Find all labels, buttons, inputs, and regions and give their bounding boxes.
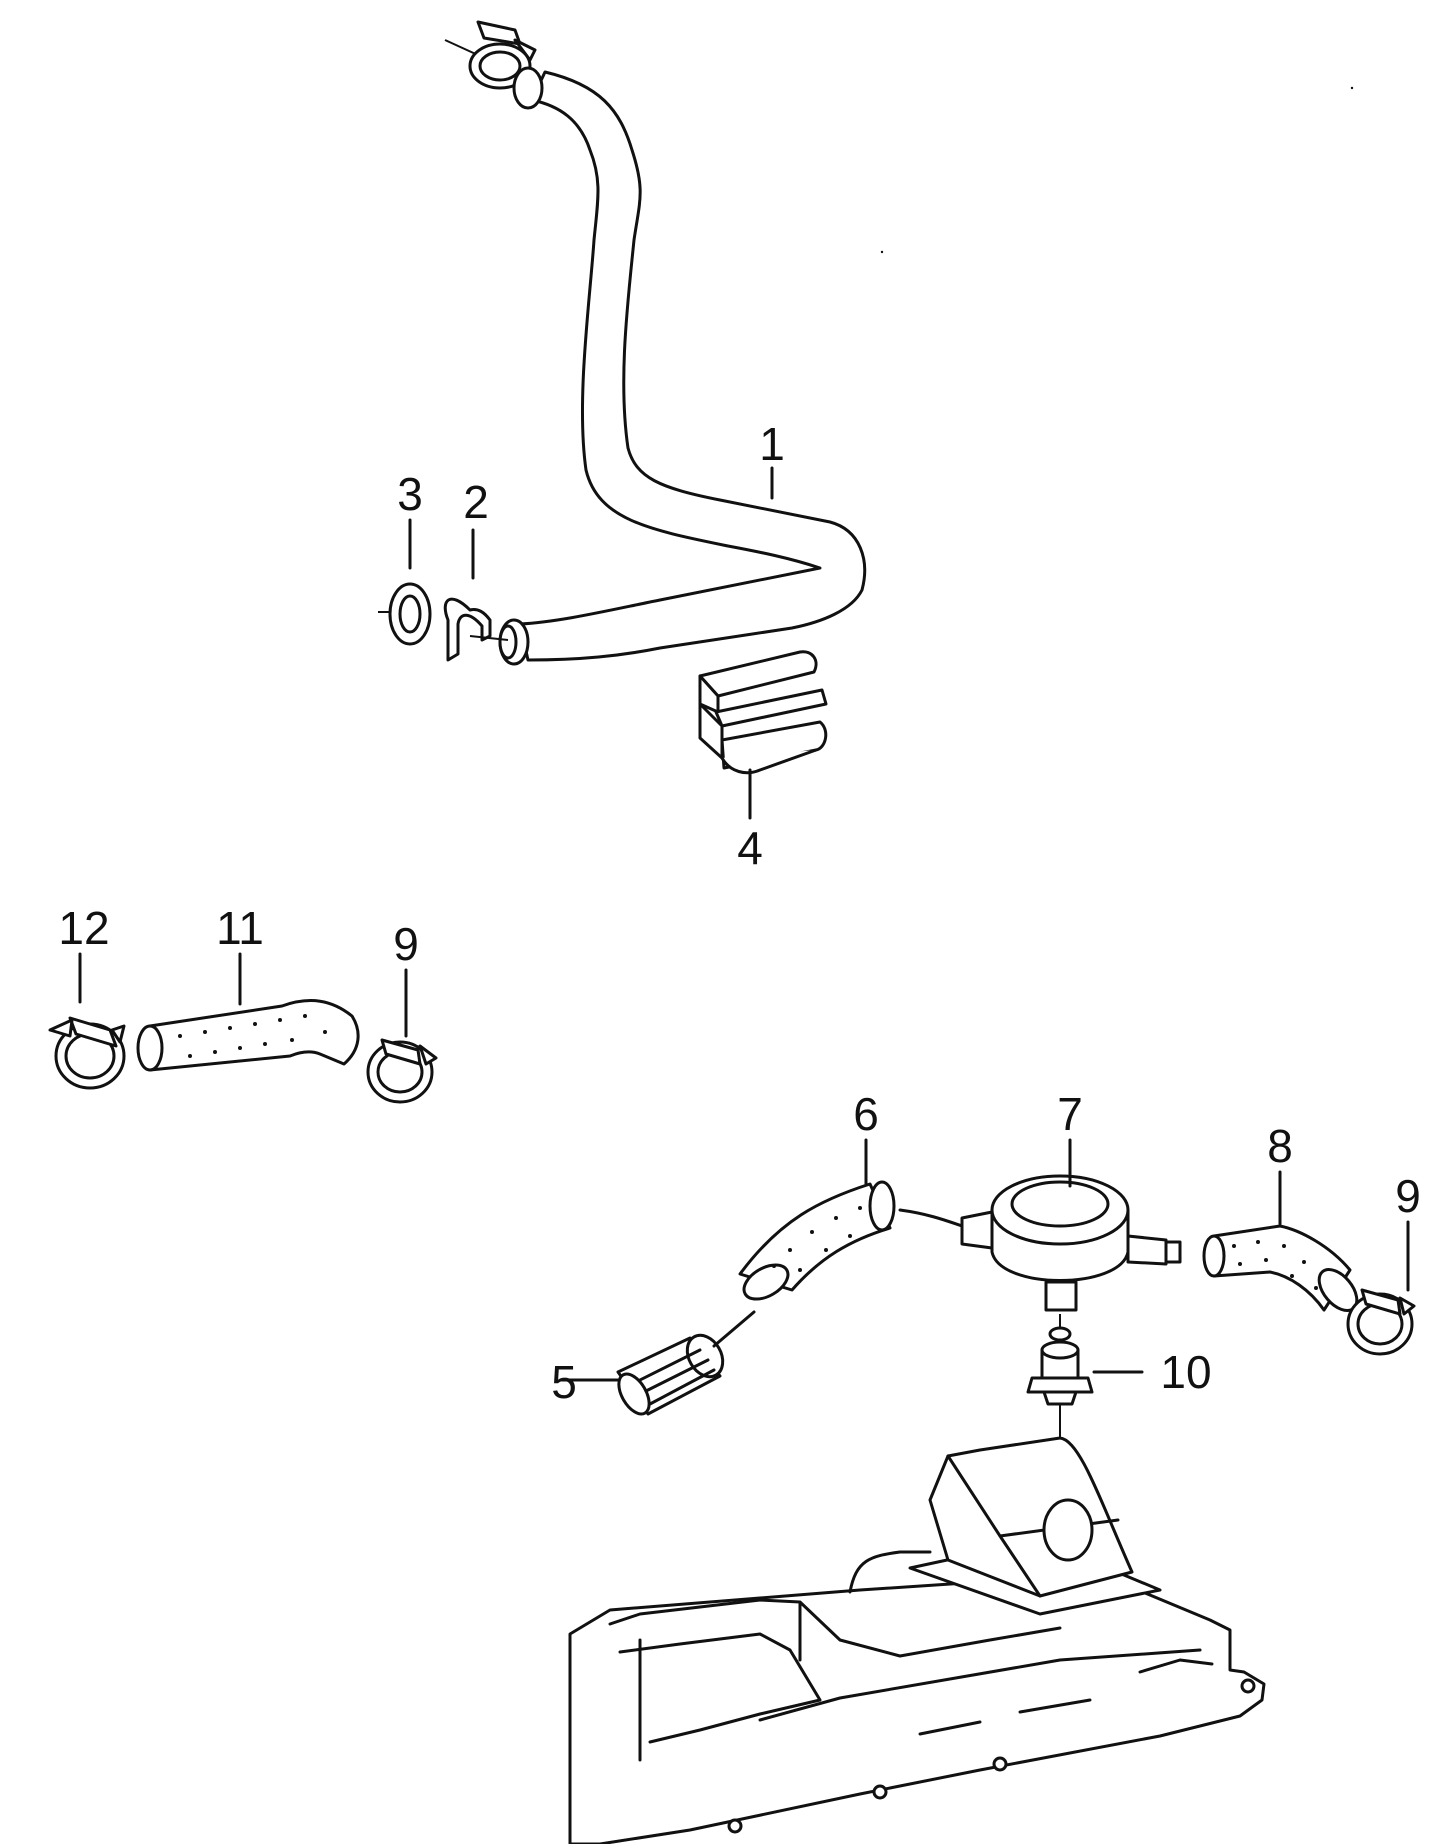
pressure-valve [960, 1174, 1182, 1312]
callout-7: 7 [1057, 1088, 1083, 1140]
hose-6 [738, 1180, 964, 1301]
callout-9-left: 9 [393, 918, 419, 970]
breather-hose [498, 66, 867, 666]
callout-8: 8 [1267, 1120, 1293, 1172]
crankcase-housing [568, 1436, 1266, 1844]
hose-8 [1202, 1224, 1359, 1312]
grommet [1026, 1314, 1094, 1520]
hose-clamp-9-right [1346, 1288, 1416, 1356]
seal-ring [378, 582, 432, 646]
callout-9-right: 9 [1395, 1170, 1421, 1222]
callout-6: 6 [853, 1088, 879, 1140]
connector-5 [616, 1310, 756, 1416]
callout-4: 4 [737, 822, 763, 874]
retaining-clip [443, 597, 509, 662]
hose-clamp-12 [48, 1016, 126, 1090]
callout-5: 5 [551, 1356, 577, 1408]
hose-clamp-9-left [366, 1038, 438, 1104]
callout-3: 3 [397, 468, 423, 520]
callout-12: 12 [58, 902, 109, 954]
callout-2: 2 [463, 476, 489, 528]
callout-11: 11 [216, 902, 264, 954]
callout-10: 10 [1160, 1346, 1211, 1398]
leader-lines [78, 466, 1410, 1382]
callout-1: 1 [759, 418, 785, 470]
hose-holder-bracket [698, 650, 828, 775]
hose-11 [136, 999, 360, 1072]
